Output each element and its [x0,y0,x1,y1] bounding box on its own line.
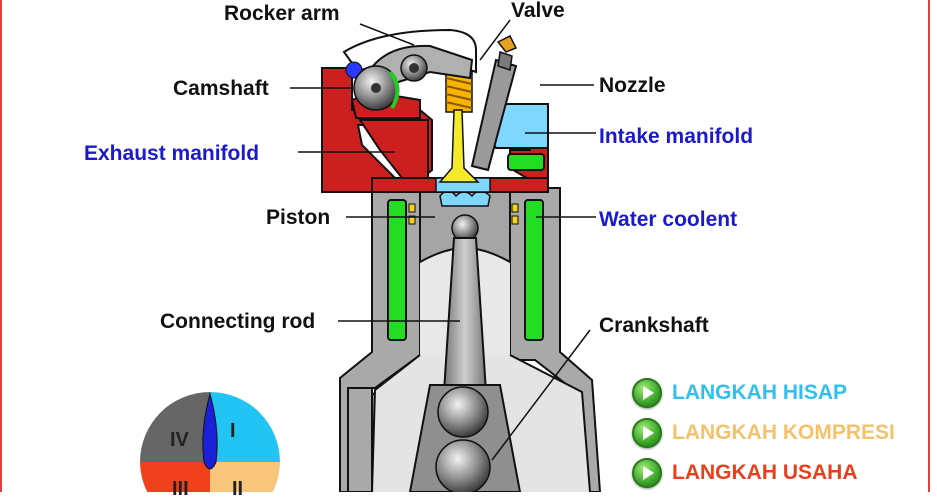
cycle-label-iii: III [172,478,189,500]
stroke-button-label: LANGKAH USAHA [672,461,858,484]
cycle-label-ii: II [232,478,244,500]
coolant-channel-right [524,199,544,341]
stroke-button-label: LANGKAH HISAP [672,381,848,404]
label-piston: Piston [266,206,331,229]
camshaft-body [345,61,400,111]
label-water-coolent: Water coolent [599,208,738,231]
nozzle-body [470,34,518,172]
stroke-button-kompresi[interactable]: LANGKAH KOMPRESI [632,418,895,448]
label-rocker-arm: Rocker arm [224,2,340,25]
label-valve: Valve [511,0,565,22]
crankshaft-body [408,384,522,492]
coolant-channel-left [387,199,407,341]
stroke-button-label: LANGKAH KOMPRESI [672,421,895,444]
label-connecting-rod: Connecting rod [160,310,316,333]
play-icon [632,458,662,488]
stroke-button-hisap[interactable]: LANGKAH HISAP [632,378,847,408]
cycle-quadrant-i [210,392,280,462]
frame-border-right [928,0,930,492]
label-crankshaft: Crankshaft [599,314,709,337]
label-exhaust-manifold: Exhaust manifold [84,142,260,165]
label-nozzle: Nozzle [599,74,666,97]
play-icon [632,418,662,448]
cycle-chart [140,392,280,492]
cycle-quadrant-iv [140,392,210,462]
cycle-indicator [202,392,218,470]
leader-lines [290,19,596,461]
cycle-quadrant-ii [210,462,280,492]
cycle-quadrant-iii [140,462,210,492]
play-icon [632,378,662,408]
valve-assembly [438,71,480,183]
frame-border-left [0,0,2,492]
cycle-label-iv: IV [170,429,189,451]
label-camshaft: Camshaft [173,77,269,100]
stroke-button-usaha[interactable]: LANGKAH USAHA [632,458,858,488]
label-intake-manifold: Intake manifold [599,125,754,148]
cycle-label-i: I [230,420,236,442]
